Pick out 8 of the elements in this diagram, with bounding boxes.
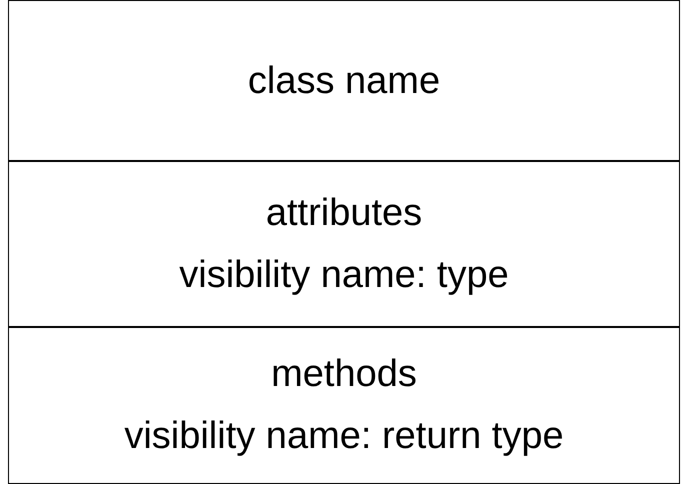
- heading-text: class name: [248, 59, 440, 104]
- class-name-compartment: [8, 0, 680, 162]
- heading-text: attributes: [266, 191, 422, 236]
- body-text: visibility name: type: [179, 253, 509, 298]
- heading-text: methods: [271, 352, 417, 397]
- attributes-compartment: [8, 160, 680, 328]
- body-text: visibility name: return type: [124, 414, 564, 459]
- methods-compartment: [8, 326, 680, 484]
